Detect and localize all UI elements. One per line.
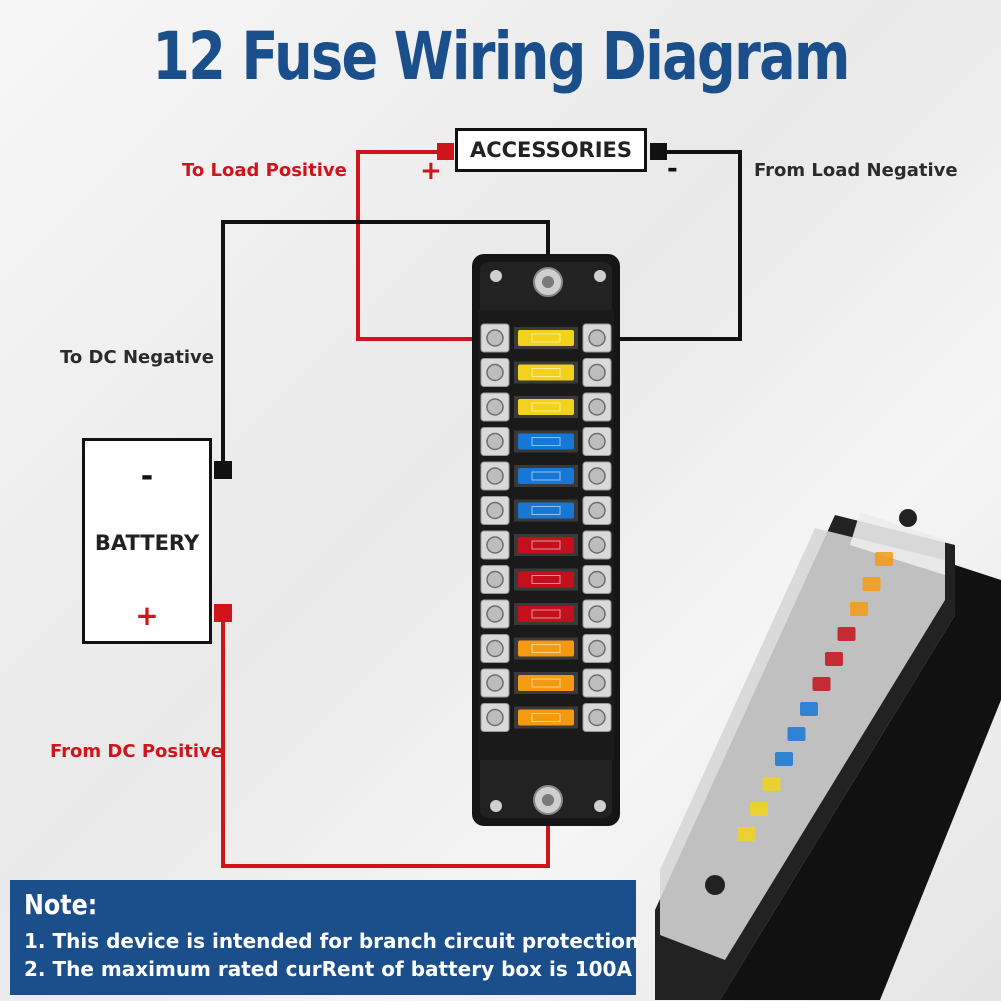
iso-fuse-blue: [775, 752, 793, 766]
iso-fuse-orange: [850, 602, 868, 616]
iso-fuse-orange: [862, 577, 881, 591]
fuse-red: [518, 537, 574, 553]
screw-icon: [486, 674, 504, 692]
screw-icon: [588, 536, 606, 554]
fuse-yellow: [518, 330, 574, 346]
screw-icon: [588, 329, 606, 347]
note-line-2: 2. The maximum rated curRent of battery …: [24, 957, 632, 981]
screw-icon: [588, 467, 606, 485]
fuse-window: [531, 402, 561, 412]
iso-fuse-blue: [800, 702, 818, 716]
iso-fuse-red: [837, 627, 856, 641]
iso-fuse-blue: [787, 727, 806, 741]
fuse-window: [531, 368, 561, 377]
fuse-blue: [518, 468, 574, 484]
iso-fuse-yellow: [762, 777, 781, 791]
screw-icon: [588, 708, 606, 727]
fuse-window: [531, 713, 561, 722]
screw-icon: [486, 570, 504, 589]
fuse-orange: [518, 640, 574, 657]
screw-icon: [588, 432, 606, 451]
wire-to-load-positive: [356, 150, 494, 341]
fuse-window: [531, 471, 561, 481]
fuse-window: [531, 609, 561, 619]
covered-fuse-box-image: [655, 509, 1001, 1000]
screw-icon: [588, 398, 606, 416]
to-dc-negative-label: To DC Negative: [60, 347, 214, 368]
accessories-plus-sign: +: [420, 156, 442, 186]
from-load-negative-label: From Load Negative: [754, 160, 958, 181]
screw-icon: [486, 536, 504, 554]
battery-plus-terminal: [214, 604, 232, 622]
screw-icon: [486, 467, 504, 485]
screw-icon: [486, 329, 504, 347]
fuse-orange: [518, 709, 574, 726]
fuse-yellow: [518, 364, 574, 381]
from-dc-positive-label: From DC Positive: [50, 741, 223, 762]
wire-from-dc-positive: [221, 612, 550, 868]
fuse-block: [472, 254, 620, 826]
screw-icon: [588, 605, 606, 623]
fuse-window: [531, 506, 561, 515]
fuse-window: [531, 333, 561, 343]
fuse-window: [531, 644, 561, 653]
to-load-positive-label: To Load Positive: [182, 160, 347, 181]
screw-icon: [486, 501, 504, 520]
iso-fuse-orange: [875, 552, 893, 566]
screw-icon: [588, 501, 606, 520]
screw-hole-icon: [594, 270, 606, 282]
page-title: 12 Fuse Wiring Diagram: [152, 18, 850, 95]
iso-fuse-red: [825, 652, 843, 666]
screw-hole-icon: [490, 270, 502, 282]
fuse-blue: [518, 433, 574, 450]
fuse-red: [518, 571, 574, 588]
note-title: Note:: [24, 888, 98, 921]
battery-box: - BATTERY +: [82, 438, 212, 644]
cover-bolt-icon: [899, 509, 917, 527]
fuse-orange: [518, 675, 574, 691]
fuse-window: [531, 437, 561, 446]
wire-from-load-negative: [600, 150, 742, 341]
screw-icon: [486, 363, 504, 382]
fuse-window: [531, 678, 561, 688]
screw-icon: [486, 708, 504, 727]
fuse-window: [531, 540, 561, 550]
iso-fuses: [737, 552, 893, 841]
screw-icon: [588, 570, 606, 589]
screw-icon: [588, 639, 606, 658]
screw-icon: [486, 432, 504, 451]
iso-fuse-yellow: [737, 827, 756, 841]
screw-hole-icon: [594, 800, 606, 812]
battery-minus-terminal: [214, 461, 232, 479]
iso-fuse-red: [812, 677, 831, 691]
fuse-rows: [480, 323, 612, 732]
note-box: Note: 1. This device is intended for bra…: [10, 880, 640, 995]
fuse-window: [531, 575, 561, 584]
screw-icon: [588, 363, 606, 382]
screw-hole-icon: [490, 800, 502, 812]
fuse-blue: [518, 502, 574, 519]
screw-icon: [588, 674, 606, 692]
note-line-1: 1. This device is intended for branch ci…: [24, 929, 640, 953]
iso-fuse-yellow: [750, 802, 768, 816]
screw-icon: [486, 605, 504, 623]
accessories-box: ACCESSORIES: [455, 128, 647, 172]
fuse-yellow: [518, 399, 574, 415]
battery-label: BATTERY: [94, 531, 200, 555]
accessories-plus-terminal: [437, 143, 454, 160]
battery-minus-sign: -: [140, 459, 154, 494]
accessories-minus-terminal: [650, 143, 667, 160]
accessories-minus-sign: -: [667, 154, 678, 184]
screw-icon: [486, 639, 504, 658]
screw-icon: [486, 398, 504, 416]
battery-plus-sign: +: [135, 599, 159, 632]
fuse-red: [518, 606, 574, 622]
cover-bolt-icon: [705, 875, 725, 895]
